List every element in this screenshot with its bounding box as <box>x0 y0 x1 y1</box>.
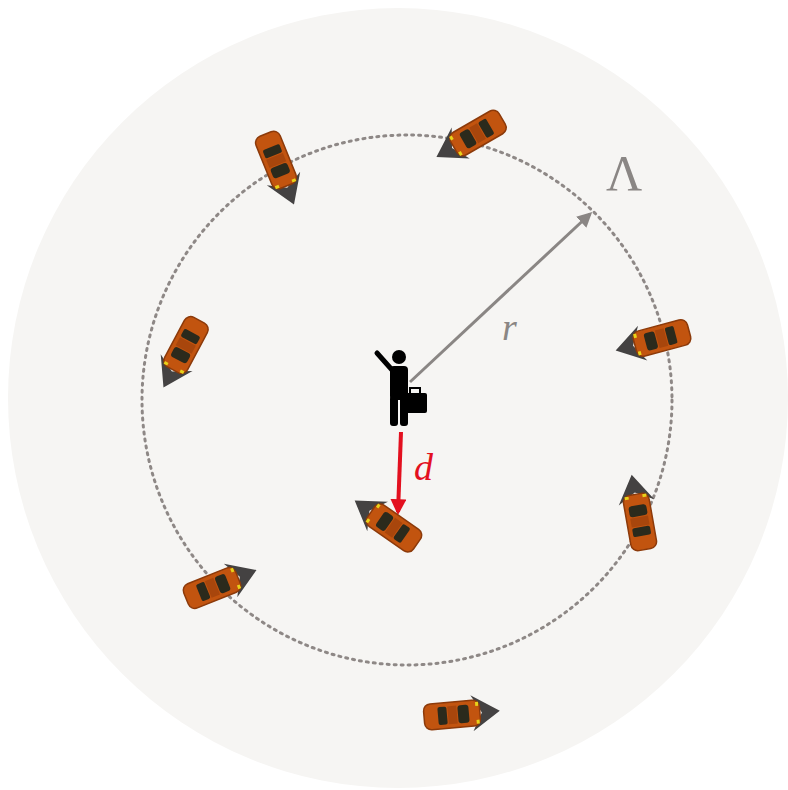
radius-arrow <box>410 214 590 382</box>
radius-circle <box>142 135 672 665</box>
region-symbol: Λ <box>606 148 642 198</box>
cars <box>148 103 694 735</box>
region-disc <box>8 8 788 788</box>
distance-arrow <box>398 432 401 512</box>
person-icon <box>377 350 427 426</box>
distance-label: d <box>414 448 433 486</box>
radius-label: r <box>502 308 517 346</box>
